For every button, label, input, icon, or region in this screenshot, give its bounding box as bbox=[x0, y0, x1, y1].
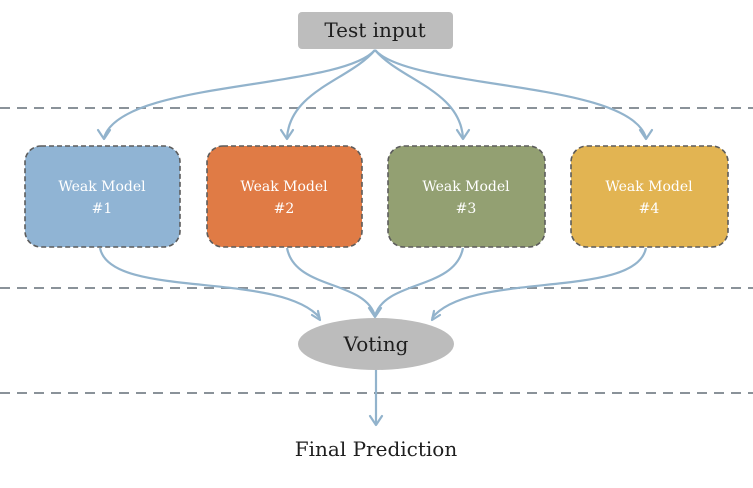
connector-model-4-to-voting bbox=[431, 247, 648, 319]
test-input-box bbox=[298, 12, 453, 49]
connector-model-1-to-voting bbox=[98, 247, 321, 319]
weak-model-2-node: Weak Model #2 bbox=[206, 145, 363, 248]
voting-ellipse bbox=[298, 318, 454, 370]
weak-model-2-number: #2 bbox=[274, 201, 295, 217]
voting-node: Voting bbox=[298, 318, 454, 370]
final-prediction-label: Final Prediction bbox=[295, 437, 458, 461]
connector-model-2-to-voting bbox=[285, 247, 377, 317]
voting-label: Voting bbox=[343, 332, 409, 356]
connector-model-3-to-voting bbox=[373, 247, 465, 317]
arrowhead-model-4 bbox=[638, 128, 654, 141]
connector-input-to-model-2 bbox=[285, 49, 376, 139]
weak-model-4-box bbox=[570, 145, 729, 248]
weak-model-1-node: Weak Model #1 bbox=[24, 145, 181, 248]
weak-model-4-number: #4 bbox=[639, 201, 660, 217]
arrowhead-model-3 bbox=[455, 128, 471, 141]
arrowhead-model-1 bbox=[96, 128, 112, 141]
arrowhead-voting-left bbox=[310, 309, 322, 322]
weak-model-1-title: Weak Model bbox=[58, 179, 146, 195]
connector-input-to-model-1 bbox=[102, 49, 376, 139]
weak-model-1-box bbox=[24, 145, 181, 248]
test-input-label: Test input bbox=[324, 18, 425, 42]
weak-model-3-number: #3 bbox=[456, 201, 477, 217]
weak-model-3-title: Weak Model bbox=[422, 179, 510, 195]
arrowhead-output bbox=[368, 414, 384, 427]
arrowhead-voting-center bbox=[367, 306, 383, 319]
weak-model-3-box bbox=[387, 145, 546, 248]
weak-model-2-title: Weak Model bbox=[240, 179, 328, 195]
test-input-node: Test input bbox=[298, 12, 453, 49]
weak-model-3-node: Weak Model #3 bbox=[387, 145, 546, 248]
arrowhead-model-2 bbox=[279, 128, 295, 141]
connector-input-to-model-4 bbox=[374, 49, 648, 139]
arrowhead-voting-right bbox=[430, 309, 442, 322]
weak-model-2-box bbox=[206, 145, 363, 248]
weak-model-4-title: Weak Model bbox=[605, 179, 693, 195]
connector-input-to-model-3 bbox=[374, 49, 465, 139]
weak-model-1-number: #1 bbox=[92, 201, 113, 217]
weak-model-4-node: Weak Model #4 bbox=[570, 145, 729, 248]
